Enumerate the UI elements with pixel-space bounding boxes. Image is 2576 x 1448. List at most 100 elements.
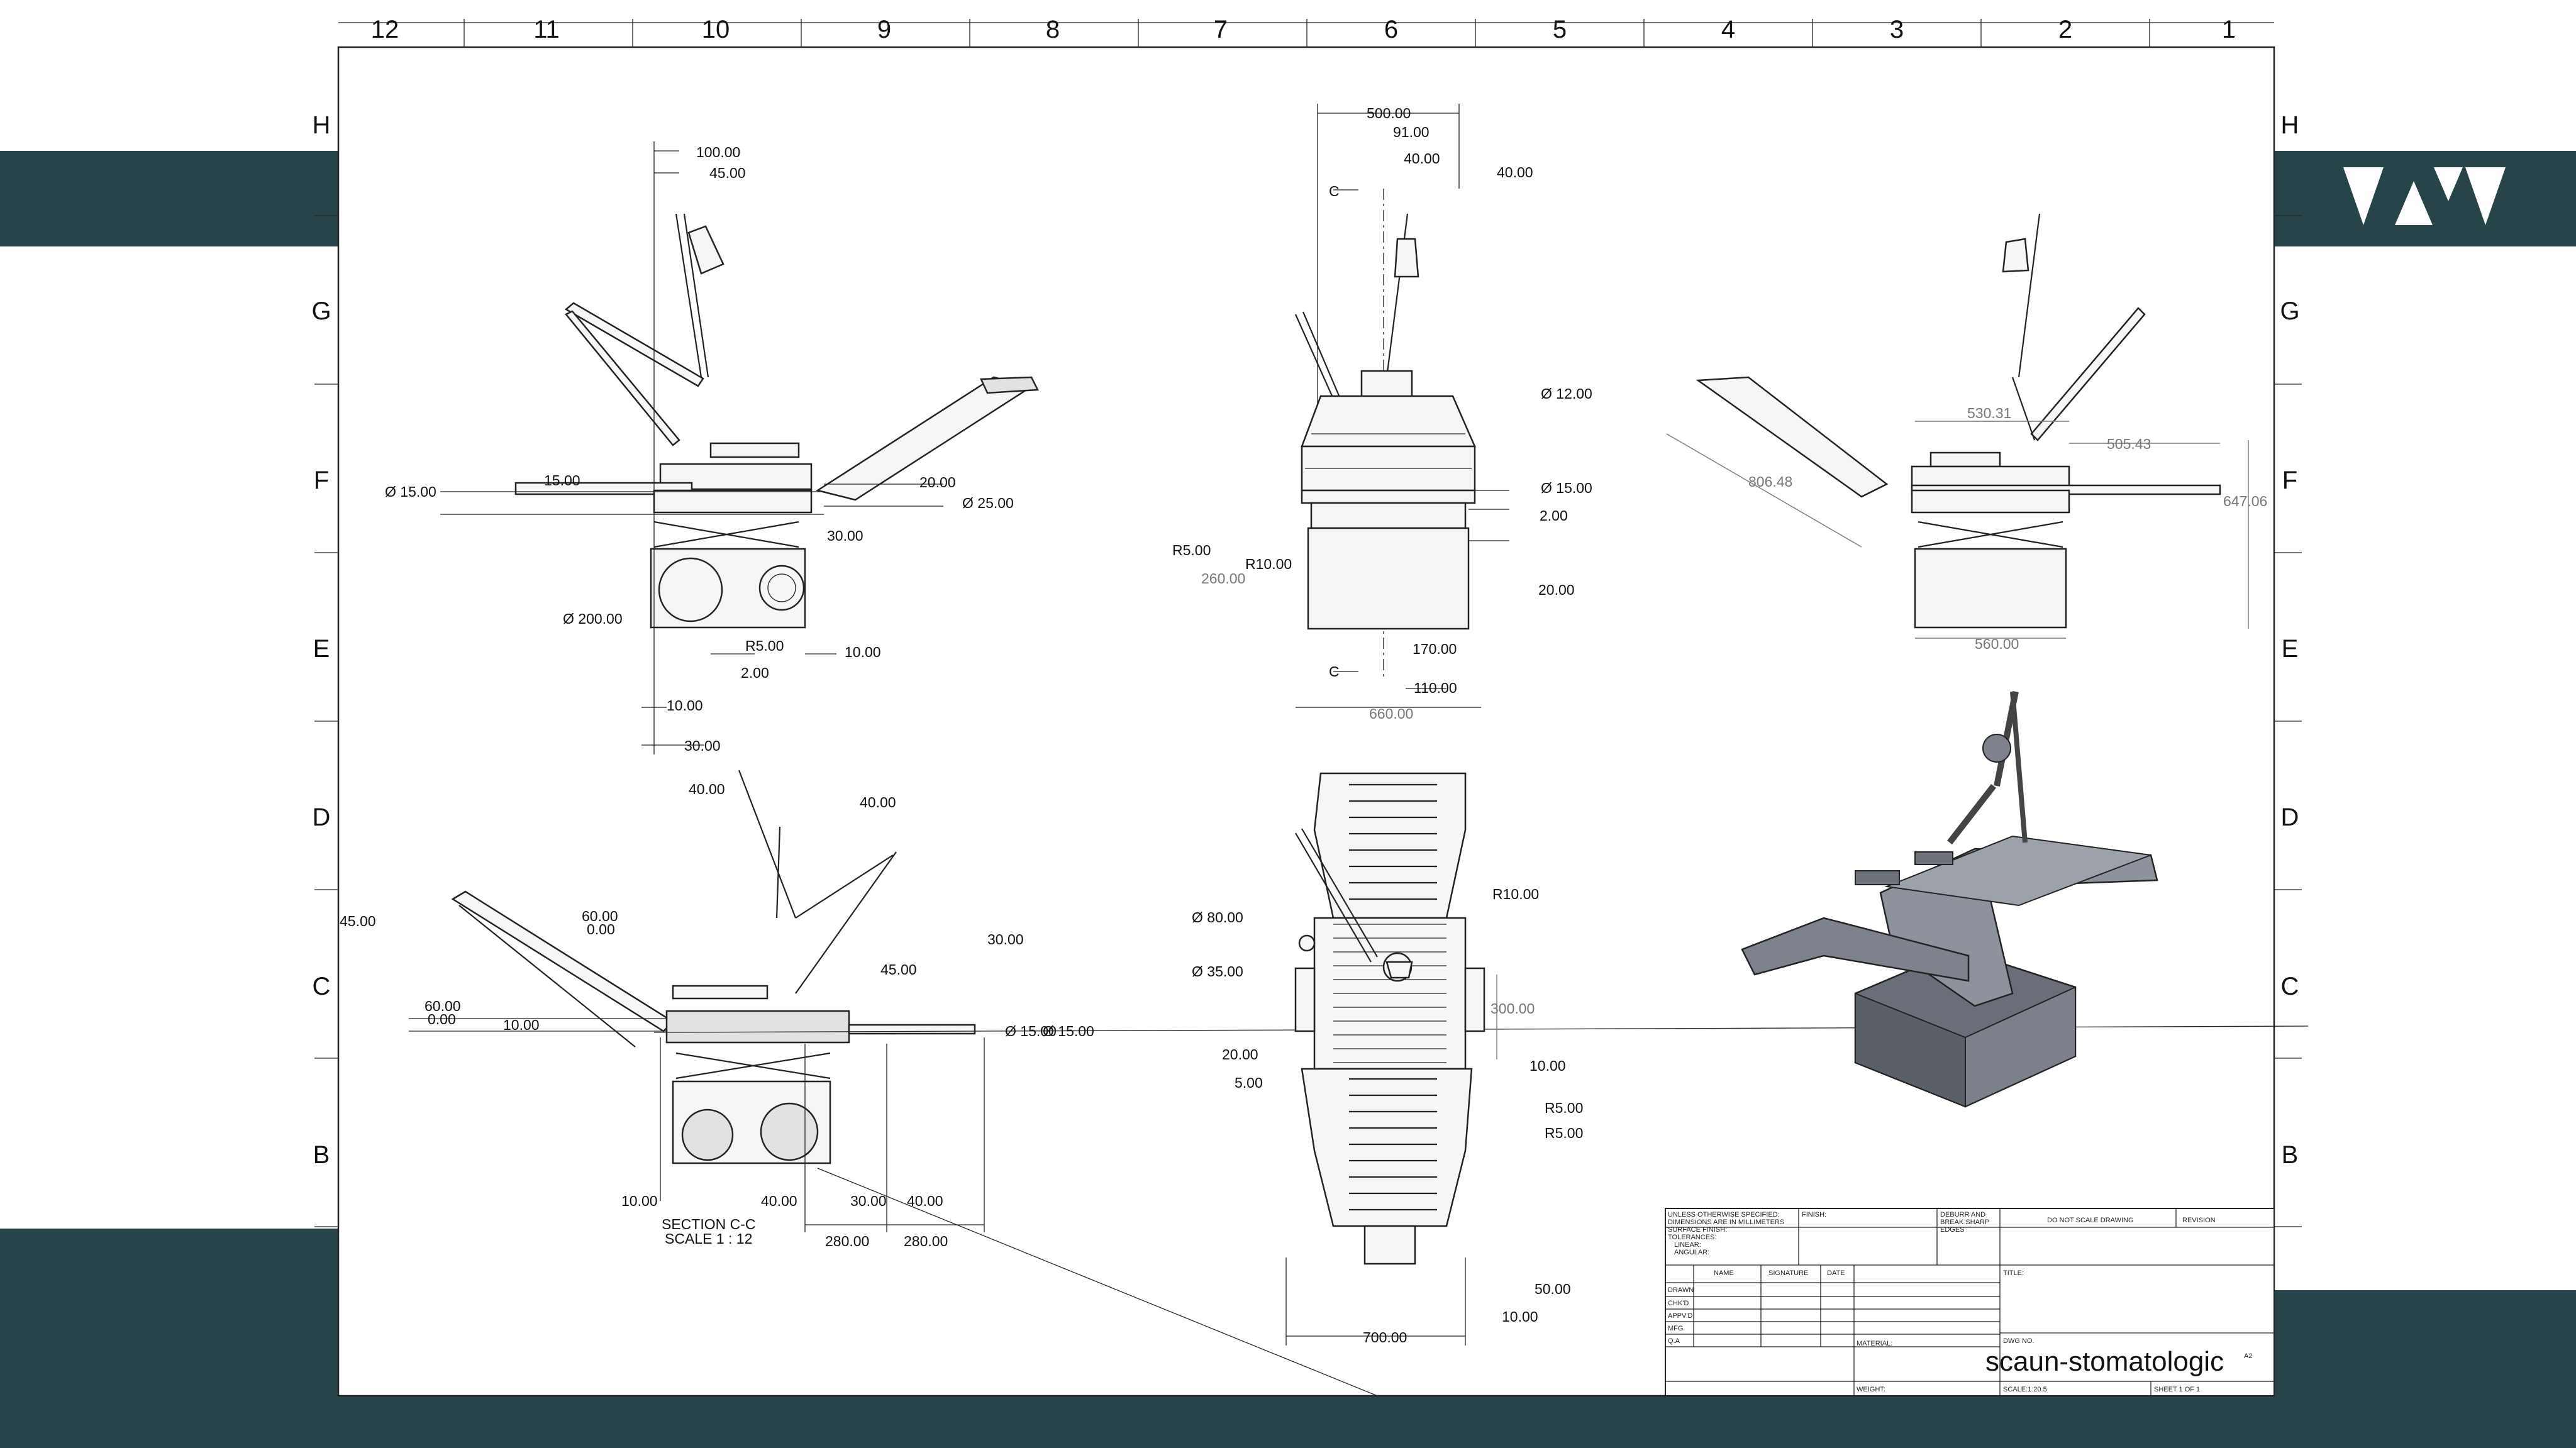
tb-material: MATERIAL: (1857, 1340, 1892, 1347)
tb-note-0: UNLESS OTHERWISE SPECIFIED: (1668, 1211, 1780, 1219)
dim-right-4: 560.00 (1975, 636, 2019, 652)
zone-row-f-left: F (314, 467, 329, 494)
dim-top-3: 300.00 (1491, 1000, 1535, 1017)
view-section (409, 770, 2309, 1396)
tb-scale: SCALE:1:20.5 (2003, 1386, 2047, 1393)
dim-left-5: Ø 25.00 (962, 495, 1014, 511)
dim-top-8: R5.00 (1545, 1125, 1583, 1141)
dim-top-0: Ø 80.00 (1192, 909, 1243, 926)
tb-note-4: LINEAR: (1674, 1241, 1701, 1249)
dim-front-8: R10.00 (1245, 556, 1292, 572)
tb-weight: WEIGHT: (1857, 1386, 1885, 1393)
tb-deburr-0: DEBURR AND (1940, 1211, 1985, 1219)
section-scale: SCALE 1 : 12 (665, 1230, 752, 1247)
dim-left-10: 10.00 (845, 644, 881, 660)
dim-front-4: Ø 12.00 (1541, 385, 1592, 402)
tb-size: A2 (2244, 1352, 2252, 1360)
zone-col-6: 6 (1384, 16, 1398, 43)
zone-row-h-left: H (313, 111, 331, 139)
tb-drawing-name: scaun-stomatologic (1985, 1346, 2224, 1377)
tb-do-not-scale: DO NOT SCALE DRAWING (2047, 1217, 2134, 1224)
dim-front-2: 40.00 (1404, 150, 1440, 167)
seat-slats (1333, 783, 1446, 1211)
dim-sec-9: 45.00 (340, 913, 376, 929)
dim-front-13: 660.00 (1369, 705, 1413, 722)
tb-row-qa: Q.A (1668, 1337, 1680, 1345)
dim-sec-4: 60.00 (582, 908, 618, 924)
zone-row-c-left: C (313, 973, 331, 1000)
dim-left-4: 20.00 (919, 474, 956, 490)
tb-row-mfg: MFG (1668, 1325, 1683, 1332)
zone-col-8: 8 (1046, 16, 1060, 43)
zone-row-g-left: G (311, 297, 331, 325)
dim-top-1: Ø 35.00 (1192, 963, 1243, 980)
tb-deburr-2: EDGES (1940, 1226, 1965, 1234)
band-bottom (0, 1396, 2576, 1448)
zone-col-10: 10 (702, 16, 730, 43)
view-section-dims: 40.00 40.00 30.00 45.00 60.00 0.00 60.00… (340, 781, 1094, 1249)
dim-front-5: Ø 15.00 (1541, 480, 1592, 496)
band-left-top (0, 151, 340, 246)
dim-front-7: R5.00 (1172, 542, 1211, 558)
dim-front-12: 110.00 (1414, 680, 1457, 696)
dim-sec-8: 10.00 (503, 1017, 540, 1033)
dim-sec-7: 0.00 (428, 1011, 456, 1027)
dim-left-1: 45.00 (709, 165, 746, 181)
dim-sec-0: 40.00 (689, 781, 725, 797)
zone-row-d-left: D (313, 804, 331, 831)
view-isometric (1741, 691, 2158, 1108)
dim-sec-2: 30.00 (987, 931, 1024, 948)
tb-finish: FINISH: (1802, 1211, 1826, 1219)
dim-top-4: 20.00 (1222, 1046, 1258, 1063)
dim-right-3: 647.06 (2223, 493, 2267, 509)
view-front-dims: 500.00 91.00 40.00 40.00 Ø 12.00 Ø 15.00… (1172, 105, 1592, 722)
dim-left-7: Ø 200.00 (563, 611, 623, 627)
tb-title-label: TITLE: (2003, 1269, 2024, 1277)
view-left-dims: 100.00 45.00 15.00 Ø 15.00 20.00 Ø 25.00… (385, 144, 1014, 754)
zone-row-labels-right: H G F E D C B (2280, 111, 2299, 1169)
tb-sheet: SHEET 1 OF 1 (2154, 1386, 2200, 1393)
dim-left-9: 2.00 (741, 665, 769, 681)
dim-left-0: 100.00 (696, 144, 740, 160)
tb-note-1: DIMENSIONS ARE IN MILLIMETERS (1668, 1219, 1784, 1226)
dim-sec-17: 280.00 (904, 1233, 948, 1249)
zone-col-9: 9 (877, 16, 891, 43)
dim-top-5: 5.00 (1235, 1075, 1263, 1091)
zone-column-labels: 12 11 10 9 8 7 6 5 4 3 2 1 (371, 16, 2236, 43)
section-mark-bottom: C (1329, 663, 1340, 680)
dim-left-8: R5.00 (745, 638, 784, 654)
view-left-side (440, 141, 1039, 754)
zone-col-4: 4 (1721, 16, 1735, 43)
view-top-dims: Ø 80.00 Ø 35.00 R10.00 300.00 20.00 5.00… (1192, 886, 1583, 1346)
dim-left-3: Ø 15.00 (385, 484, 436, 500)
dim-top-11: 700.00 (1363, 1329, 1407, 1346)
tb-col-date: DATE (1827, 1269, 1845, 1277)
zone-row-h-right: H (2281, 111, 2299, 139)
dim-left-6: 30.00 (827, 528, 863, 544)
view-right-side (1666, 213, 2249, 639)
zone-row-labels-left: H G F E D C B (311, 111, 331, 1169)
zone-row-ticks (314, 215, 2302, 1227)
zone-row-f-right: F (2282, 467, 2297, 494)
zone-row-b-right: B (2282, 1141, 2299, 1169)
dim-front-10: 20.00 (1538, 582, 1575, 598)
view-right-dims: 530.31 505.43 806.48 647.06 560.00 (1748, 405, 2267, 652)
band-right-top (2274, 151, 2576, 246)
zone-col-1: 1 (2222, 16, 2236, 43)
dim-sec-14: 30.00 (850, 1193, 887, 1209)
section-title: SECTION C-C (662, 1216, 756, 1232)
view-top (1285, 772, 1497, 1346)
view-front (1294, 104, 1509, 708)
title-block: UNLESS OTHERWISE SPECIFIED: DIMENSIONS A… (1665, 1208, 2275, 1396)
dim-left-12: 30.00 (684, 738, 721, 754)
dim-left-2: 15.00 (544, 472, 580, 489)
tb-col-signature: SIGNATURE (1768, 1269, 1808, 1277)
dim-sec-12: 10.00 (621, 1193, 658, 1209)
zone-col-3: 3 (1890, 16, 1904, 43)
dim-sec-1: 40.00 (860, 794, 896, 810)
drawing-frame (337, 46, 2275, 1397)
tb-row-chkd: CHK'D (1668, 1300, 1689, 1307)
dim-front-6: 2.00 (1540, 507, 1568, 524)
dim-sec-3: 45.00 (880, 961, 917, 978)
zone-col-12: 12 (371, 16, 399, 43)
